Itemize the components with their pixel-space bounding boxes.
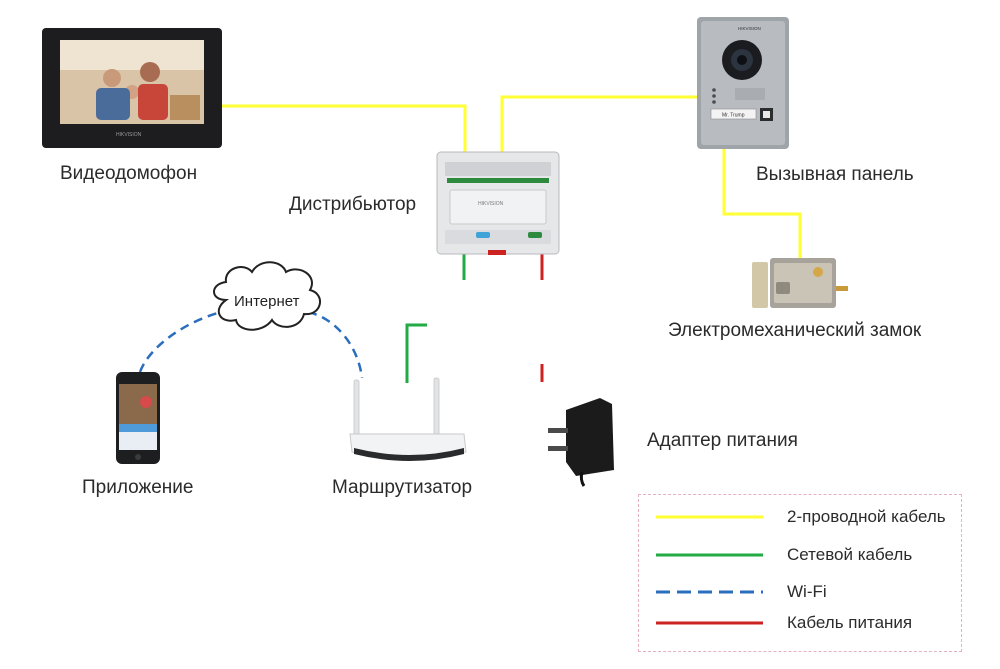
internet-cloud xyxy=(213,261,321,331)
legend-lines xyxy=(656,515,763,625)
label-internet: Интернет xyxy=(234,293,300,310)
distributor-device: HIKVISION xyxy=(436,151,560,255)
wifi-link-phone xyxy=(138,308,231,373)
label-router: Маршрутизатор xyxy=(332,477,473,498)
wifi-link-router xyxy=(307,310,364,379)
cables xyxy=(138,95,802,383)
router-device xyxy=(349,377,467,461)
legend-label-wifi: Wi-Fi xyxy=(787,582,827,601)
legend-label-two-wire: 2-проводной кабель xyxy=(787,507,946,526)
two-wire-cable-monitor xyxy=(222,104,467,152)
two-wire-cable-lock xyxy=(722,148,802,262)
label-video-intercom: Видеодомофон xyxy=(60,163,198,184)
label-lock: Электромеханический замок xyxy=(668,320,922,341)
electromechanical-lock xyxy=(752,258,848,308)
legend-label-network: Сетевой кабель xyxy=(787,545,913,564)
network-cable-router xyxy=(405,323,427,383)
power-adapter xyxy=(548,398,614,487)
panel-nameplate: Mr. Trump xyxy=(722,113,745,119)
label-app: Приложение xyxy=(82,477,194,498)
label-power-adapter: Адаптер питания xyxy=(647,430,798,451)
label-distributor: Дистрибьютор xyxy=(289,194,417,215)
panel-speaker-grille xyxy=(735,88,765,100)
legend xyxy=(638,494,962,652)
monitor-brand: HIKVISION xyxy=(116,132,142,138)
smartphone xyxy=(116,372,160,464)
distributor-brand: HIKVISION xyxy=(478,201,504,207)
panel-brand: HIKVISION xyxy=(738,26,761,31)
video-intercom-monitor: HIKVISION xyxy=(42,28,222,148)
legend-label-power: Кабель питания xyxy=(787,613,913,632)
call-panel-device: HIKVISION Mr. Trump xyxy=(697,17,789,149)
two-wire-cable-panel xyxy=(500,95,697,152)
label-call-panel: Вызывная панель xyxy=(756,164,914,185)
